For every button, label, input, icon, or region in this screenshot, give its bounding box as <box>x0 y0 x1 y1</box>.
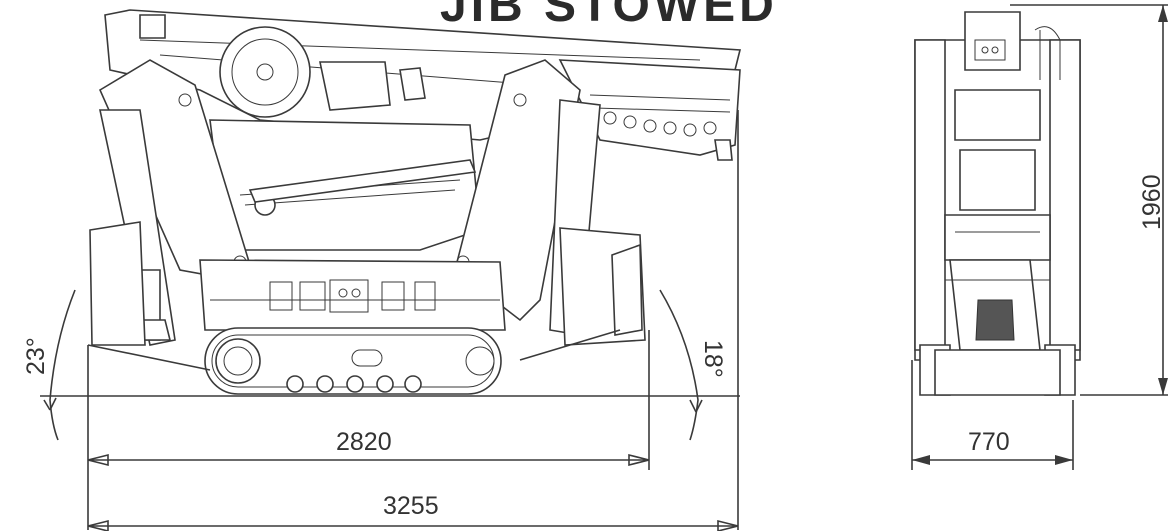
track-length-label: 2820 <box>336 428 392 456</box>
angle-left-label: 23° <box>22 337 50 375</box>
outrigger-span-label: 3255 <box>383 492 439 520</box>
side-view-crane <box>89 9 742 395</box>
dimension-3255 <box>87 519 739 531</box>
dimension-2820 <box>87 453 650 467</box>
dimension-1960 <box>1010 4 1168 396</box>
approach-angle-annotations <box>40 110 740 530</box>
drawing-title: JIB STOWED <box>440 0 778 32</box>
angle-right-label: 18° <box>699 340 727 378</box>
front-width-label: 770 <box>968 428 1010 456</box>
front-height-label: 1960 <box>1138 174 1166 230</box>
front-view-crane <box>914 11 1081 396</box>
dimension-770 <box>911 360 1074 470</box>
